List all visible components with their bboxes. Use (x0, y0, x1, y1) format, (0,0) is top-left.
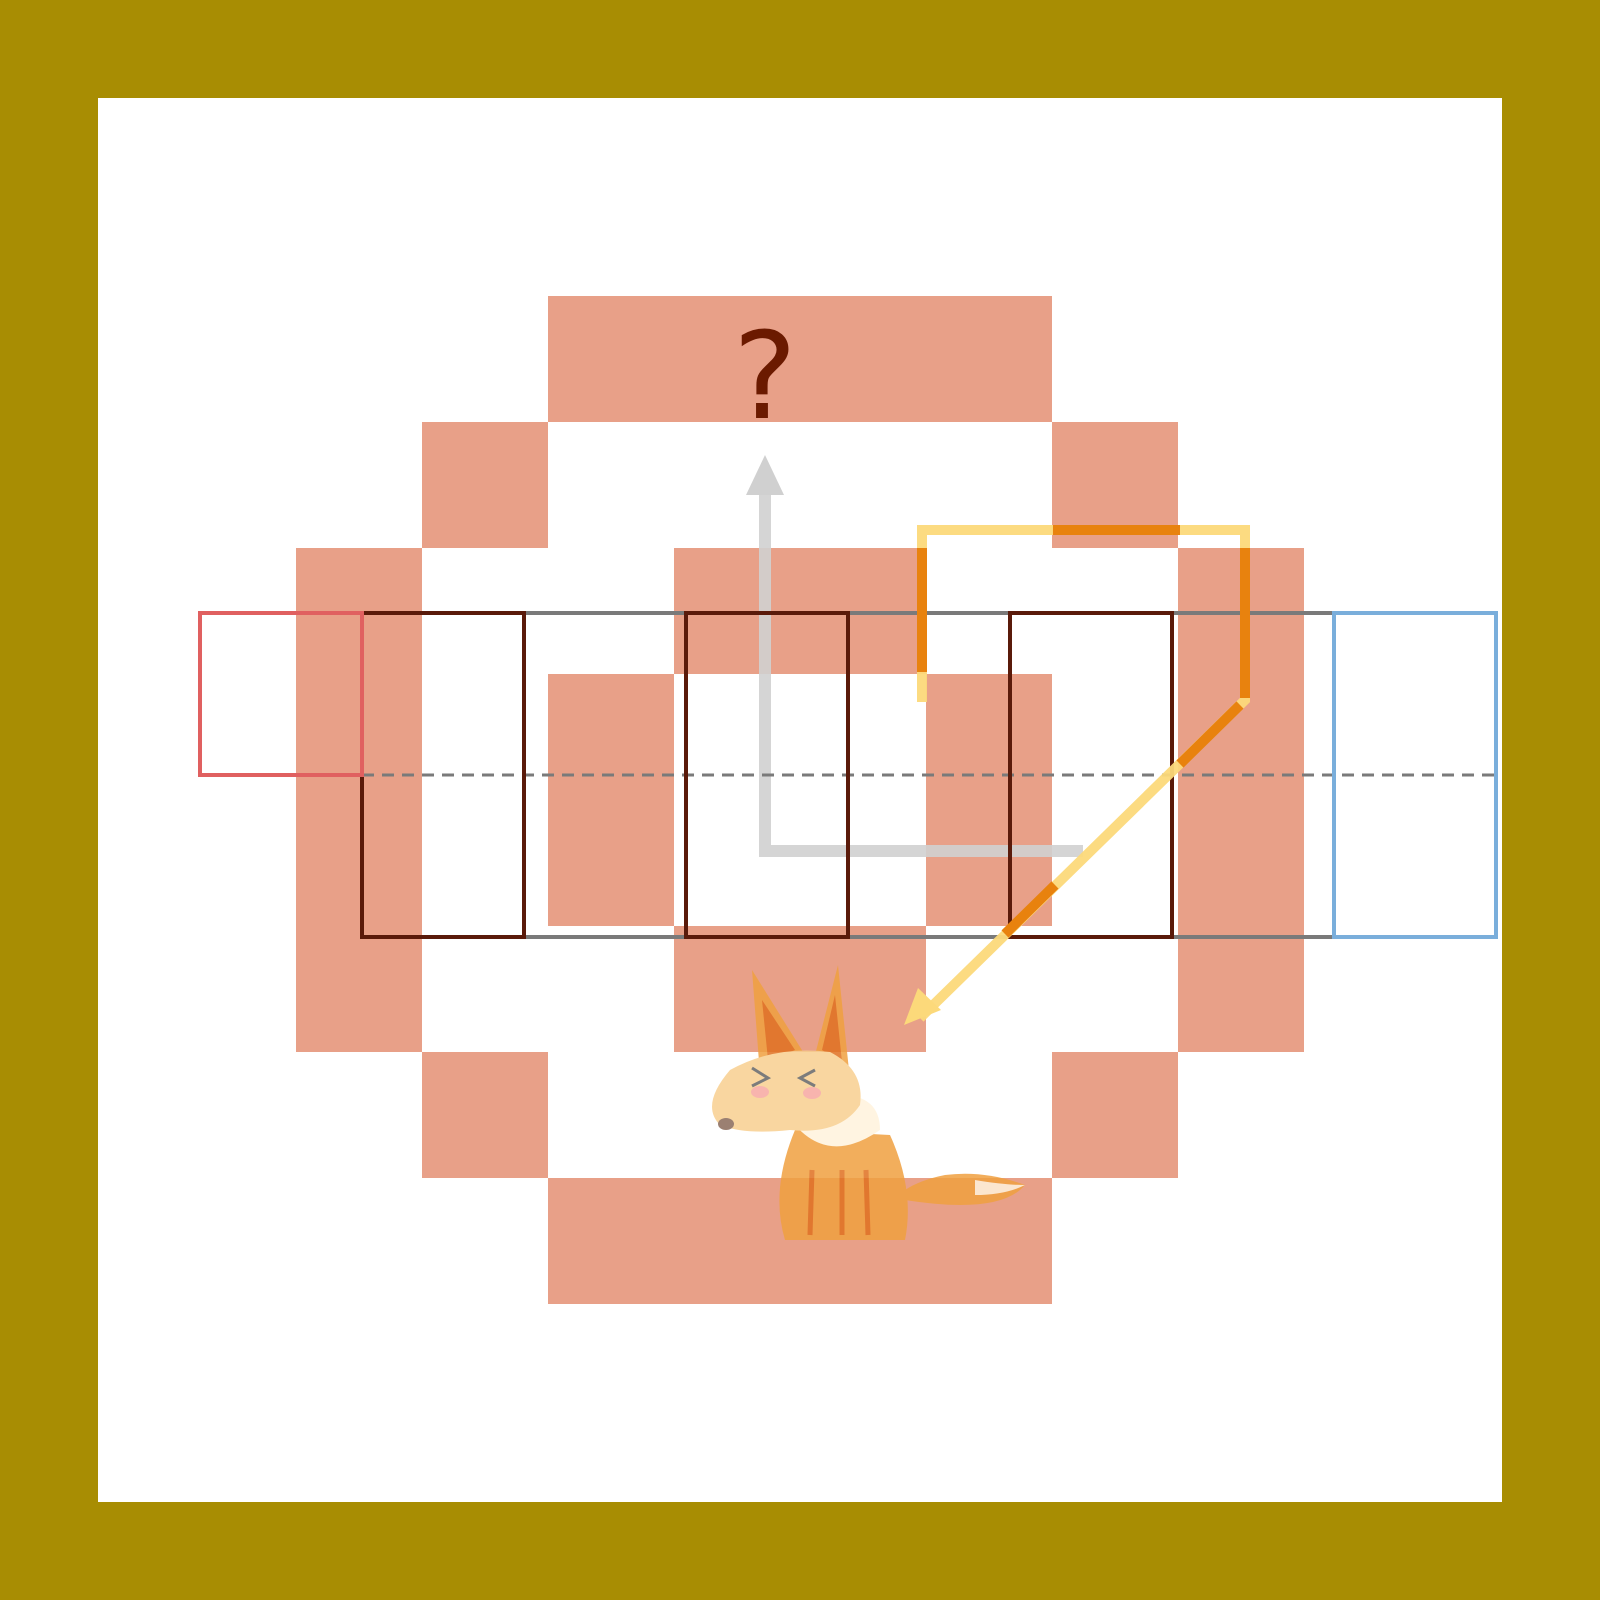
highlight-box (684, 611, 850, 939)
ring-tile (1052, 1052, 1178, 1178)
ring-tile (296, 926, 422, 1052)
left-cell-outline (198, 611, 364, 777)
question-mark: ? (733, 308, 797, 447)
ring-tile (926, 674, 1052, 800)
fox-icon (712, 965, 1025, 1240)
ring-tile (548, 296, 674, 422)
ring-tiles (296, 296, 1304, 1304)
right-cell-outline (1332, 611, 1498, 939)
ring-tile (800, 926, 926, 1052)
ring-tile (422, 422, 548, 548)
ring-tile (926, 296, 1052, 422)
ring-tile (422, 1052, 548, 1178)
down-left-arrow-icon (904, 525, 1250, 1025)
ring-tile (1178, 800, 1304, 926)
ring-tile (1178, 926, 1304, 1052)
ring-tile (296, 674, 422, 800)
ring-tile (800, 296, 926, 422)
ring-tile (548, 674, 674, 800)
ring-tile (674, 296, 800, 422)
ring-tile (674, 1178, 800, 1304)
ring-tile (296, 800, 422, 926)
ring-tile (548, 1178, 674, 1304)
ring-tile (548, 800, 674, 926)
